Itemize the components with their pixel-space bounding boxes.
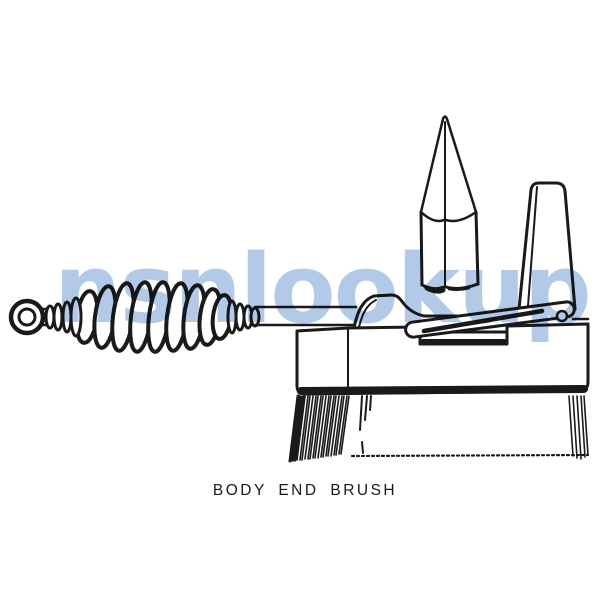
coil-spring: [74, 280, 234, 354]
twin-pointed-tip: [419, 115, 480, 294]
pivot-lever: [404, 300, 576, 339]
eyelet-ring: [8, 298, 46, 336]
figure-caption: BODY END BRUSH: [212, 482, 398, 499]
flexible-shaft-straight: [253, 305, 358, 327]
bristles: [288, 394, 589, 463]
pivot-rivet: [555, 309, 569, 323]
retaining-blade: [517, 181, 577, 311]
brush-block: [295, 317, 590, 396]
shaft-collars-left: [44, 296, 83, 338]
bristle-tip-line: [350, 453, 590, 458]
shaft-collars-right: [226, 299, 261, 335]
